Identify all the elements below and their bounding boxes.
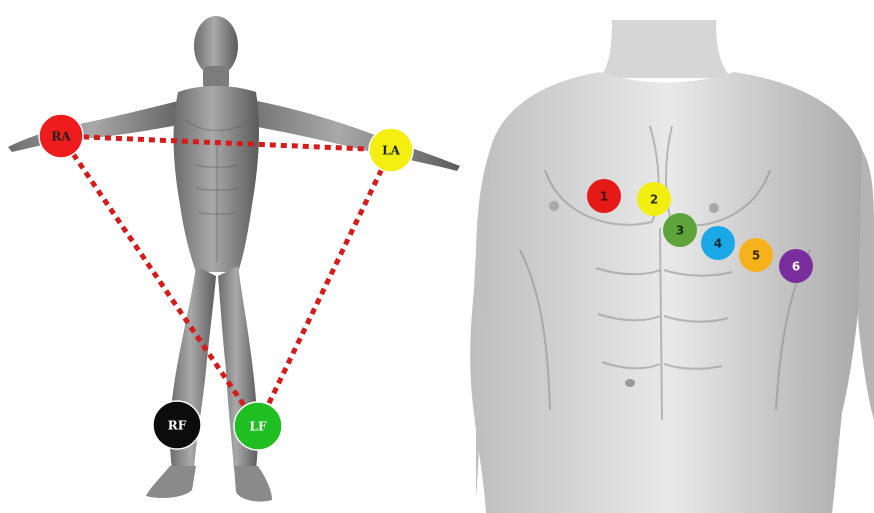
electrode-v1: 1 — [587, 179, 621, 213]
electrode-v5: 5 — [739, 238, 773, 272]
electrode-lf: LF — [234, 402, 282, 450]
electrode-v6: 6 — [779, 249, 813, 283]
electrode-lf-label: LF — [250, 420, 267, 434]
electrode-v2: 2 — [637, 182, 671, 216]
electrode-v5-label: 5 — [752, 249, 760, 263]
electrode-v2-label: 2 — [650, 193, 658, 207]
electrode-rf: RF — [153, 401, 201, 449]
electrode-v3: 3 — [663, 213, 697, 247]
electrode-la-label: LA — [382, 144, 400, 158]
electrode-v3-label: 3 — [676, 224, 684, 238]
electrode-v4: 4 — [701, 226, 735, 260]
electrode-ra: RA — [39, 114, 83, 158]
electrode-v1-label: 1 — [600, 190, 608, 204]
electrode-la: LA — [369, 128, 413, 172]
electrode-rf-label: RF — [168, 419, 187, 433]
electrode-ra-label: RA — [51, 130, 71, 144]
electrode-v6-label: 6 — [792, 260, 800, 274]
electrode-v4-label: 4 — [714, 237, 722, 251]
male-torso-icon — [470, 20, 874, 513]
